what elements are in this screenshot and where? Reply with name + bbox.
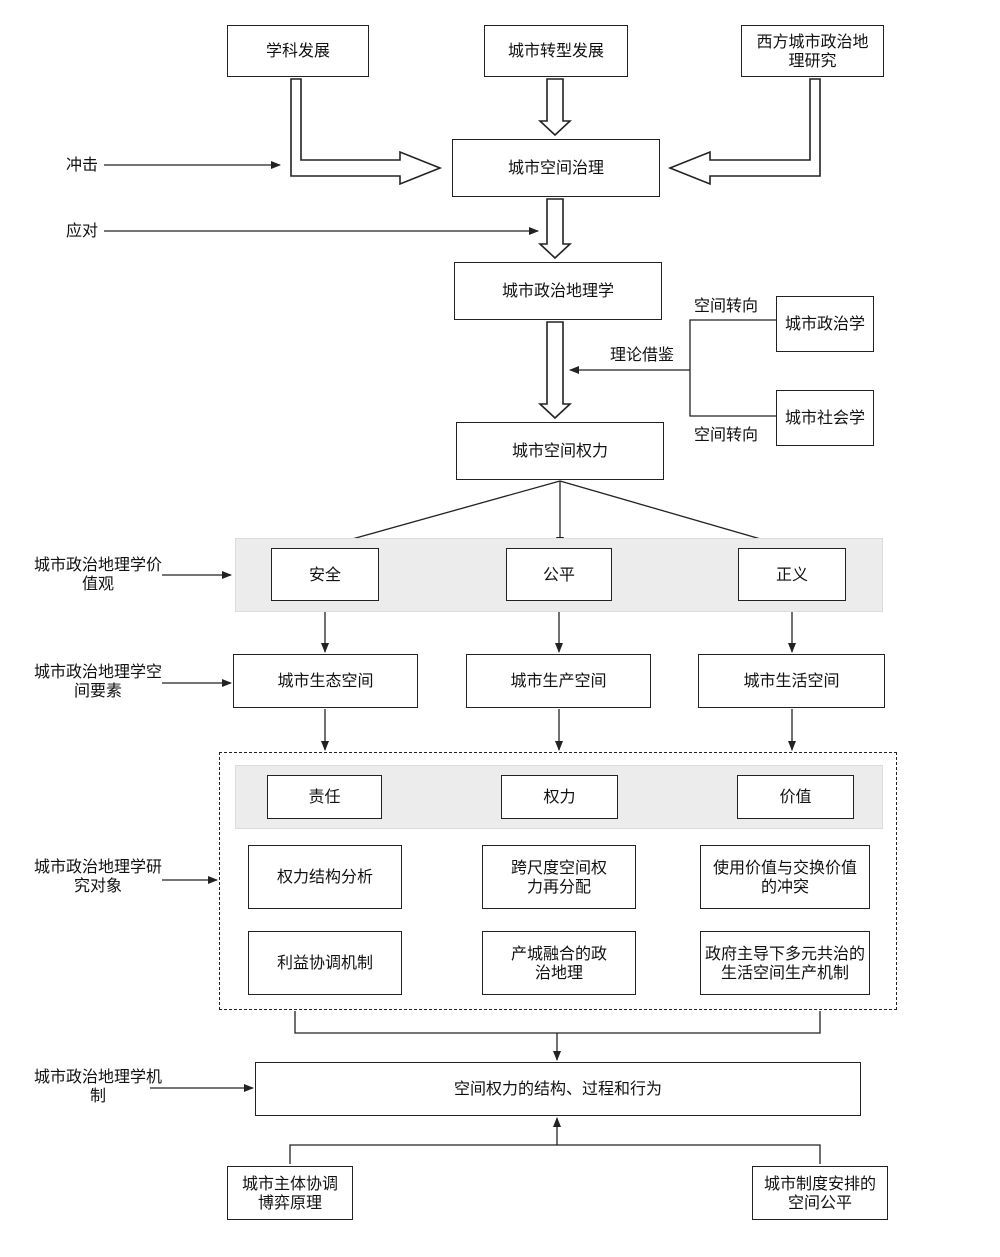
arrow-power-safety	[326, 480, 561, 548]
power-structure-box: 权力结构分析	[248, 845, 402, 909]
response-label: 应对	[66, 221, 99, 240]
fairness-box: 公平	[506, 548, 612, 601]
spatial-turn-label-bottom: 空间转向	[694, 425, 759, 444]
bracket-region	[294, 1011, 821, 1034]
impact-label: 冲击	[66, 155, 99, 174]
life-space-box: 城市生活空间	[698, 654, 885, 708]
gov-led-box: 政府主导下多元共治的生活空间生产机制	[700, 931, 870, 995]
governance-box: 城市空间治理	[452, 139, 660, 197]
arrow-power-justice	[559, 480, 786, 548]
bracket-borrow	[689, 319, 776, 417]
values-label: 城市政治地理学价值观	[34, 555, 163, 594]
safety-box: 安全	[271, 548, 379, 601]
power2-box: 权力	[501, 775, 618, 819]
research-objects-region	[219, 752, 897, 1010]
elements-label: 城市政治地理学空间要素	[34, 662, 163, 701]
responsibility-box: 责任	[267, 775, 382, 819]
power-box: 城市空间权力	[456, 422, 664, 480]
hollow-arrow-discipline	[290, 78, 443, 186]
mechanism-label: 城市政治地理学机制	[34, 1067, 163, 1106]
hollow-arrow-transform	[537, 78, 573, 137]
western-box: 西方城市政治地理研究	[741, 25, 884, 77]
value-box: 价值	[737, 775, 854, 819]
mechanism-box: 空间权力的结构、过程和行为	[255, 1062, 861, 1116]
eco-space-box: 城市生态空间	[233, 654, 418, 708]
upg-box: 城市政治地理学	[454, 262, 662, 320]
hollow-arrow-upg	[537, 321, 573, 420]
prod-space-box: 城市生产空间	[466, 654, 651, 708]
bracket-bottom	[289, 1144, 821, 1164]
institution-box: 城市制度安排的空间公平	[752, 1166, 888, 1220]
justice-box: 正义	[738, 548, 846, 601]
cross-scale-box: 跨尺度空间权力再分配	[482, 845, 636, 909]
interest-box: 利益协调机制	[248, 931, 402, 995]
discipline-box: 学科发展	[227, 25, 369, 77]
integration-box: 产城融合的政治地理	[482, 931, 636, 995]
upolitics-box: 城市政治学	[776, 296, 874, 352]
subject-box: 城市主体协调博弈原理	[227, 1166, 353, 1220]
transform-box: 城市转型发展	[484, 25, 628, 77]
theory-borrow-label: 理论借鉴	[610, 345, 675, 364]
objects-label: 城市政治地理学研究对象	[34, 857, 163, 896]
usociology-box: 城市社会学	[776, 390, 874, 446]
hollow-arrow-governance	[537, 198, 573, 260]
hollow-arrow-western	[667, 78, 821, 186]
spatial-turn-label-top: 空间转向	[694, 296, 759, 315]
exchange-conflict-box: 使用价值与交换价值的冲突	[700, 845, 870, 909]
